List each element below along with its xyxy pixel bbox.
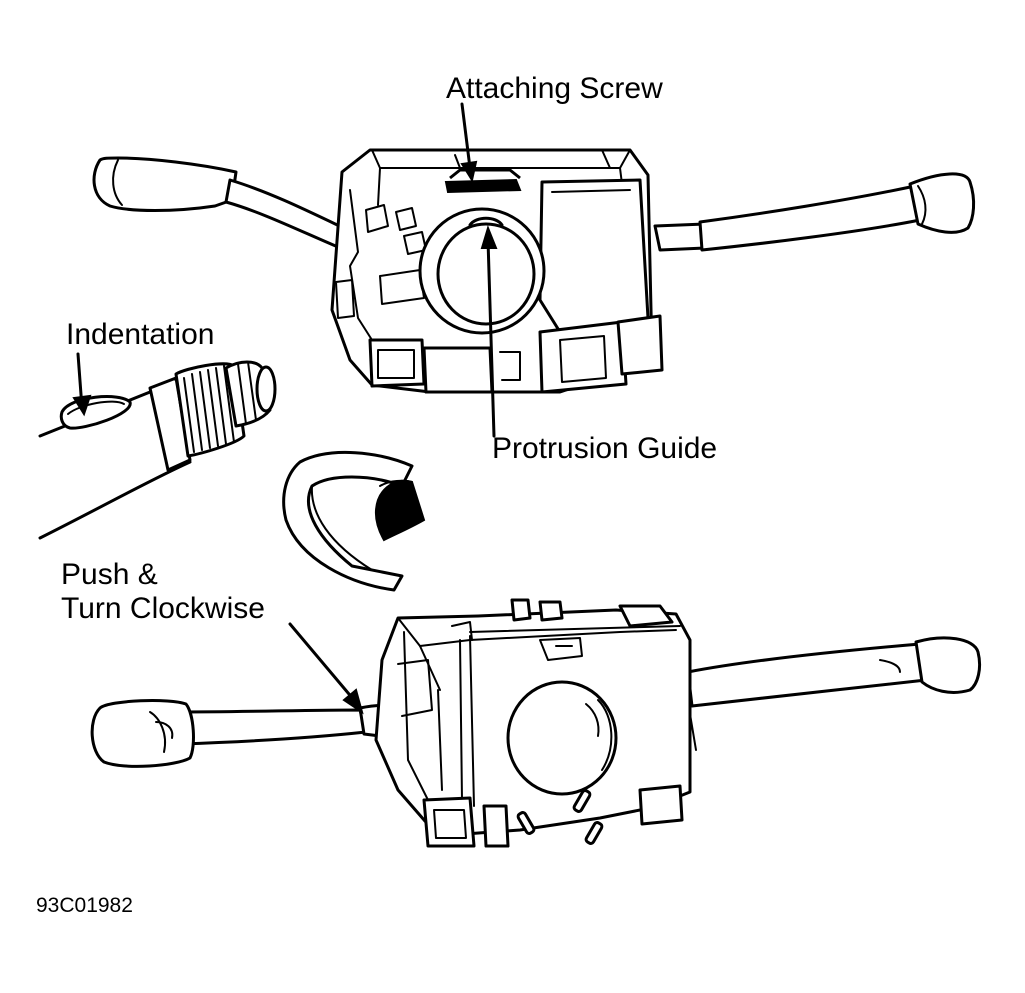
figure-id: 93C01982 [36, 894, 133, 917]
upper-combination-switch [92, 148, 976, 394]
steering-column-shaft [38, 360, 277, 540]
indentation-label: Indentation [66, 318, 215, 351]
upper-right-lever [653, 172, 976, 252]
attaching-screw-arrowhead [460, 160, 478, 183]
push-turn-label-line1: Push & [61, 558, 158, 591]
push-turn-leader [288, 622, 356, 702]
protrusion-guide-label: Protrusion Guide [492, 432, 718, 465]
attaching-screw-label: Attaching Screw [446, 72, 663, 105]
push-turn-label-line2: Turn Clockwise [61, 592, 265, 625]
lower-right-lever [685, 636, 982, 751]
attaching-screw-part [444, 168, 522, 194]
lower-left-lever [90, 699, 413, 768]
protrusion-guide-leader [486, 238, 496, 438]
lower-combination-switch [90, 598, 982, 848]
attaching-screw-leader [460, 102, 472, 170]
indentation-arrowhead [72, 394, 92, 417]
protrusion-guide-arrowhead [480, 224, 498, 249]
cancel-cam-piece [282, 451, 426, 592]
shaft-splines [174, 360, 277, 458]
push-turn-arrowhead [342, 688, 364, 715]
